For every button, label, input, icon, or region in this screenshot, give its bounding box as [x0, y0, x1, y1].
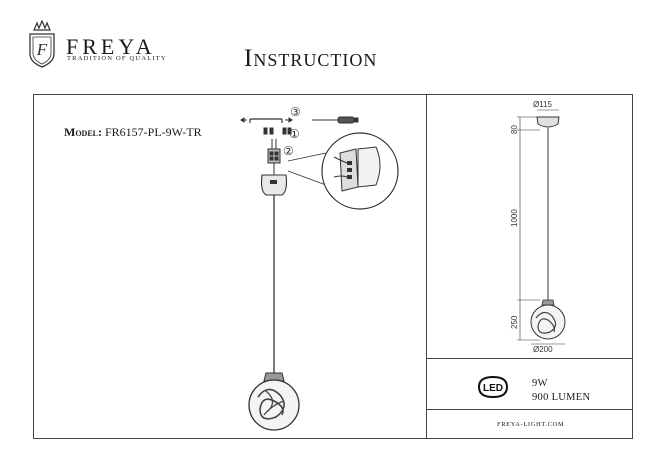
- globe-shade: [248, 372, 300, 431]
- mounting-bracket: [249, 118, 283, 123]
- canopy-diameter-label: Ø115: [533, 100, 552, 109]
- screws-icon: [263, 127, 292, 135]
- dimension-drawing: [517, 109, 566, 345]
- arrow-left-icon: [240, 117, 247, 123]
- screwdriver-icon: [312, 116, 359, 124]
- assembly-drawing: [240, 116, 399, 431]
- model-label: Model:: [64, 125, 102, 139]
- shade-height-label: 250: [510, 315, 519, 329]
- spec-divider: [426, 358, 633, 359]
- model-line: Model: FR6157-PL-9W-TR: [64, 125, 202, 140]
- power-rating: 9W: [532, 378, 548, 389]
- step-3-marker: ③: [290, 105, 301, 119]
- lumen-rating: 900 LUMEN: [532, 392, 591, 403]
- brand-logo: F: [29, 20, 55, 68]
- led-badge-text: LED: [483, 383, 503, 394]
- canopy: [260, 174, 288, 196]
- website-link[interactable]: FREYA-LIGHT.COM: [497, 421, 565, 428]
- content-frame: [33, 94, 633, 439]
- footer-divider: [426, 409, 633, 410]
- detail-zoom-circle: [321, 132, 399, 210]
- brand-tagline: TRADITION OF QUALITY: [67, 55, 167, 62]
- cord-length-label: 1000: [510, 209, 519, 227]
- panel-divider: [426, 94, 427, 439]
- shade-diameter-label: Ø200: [533, 345, 553, 354]
- step-2-marker: ②: [283, 144, 294, 158]
- page-title: Instruction: [244, 45, 378, 72]
- brand-name: FREYA: [66, 34, 156, 59]
- led-icon: LED: [477, 375, 509, 399]
- model-number: FR6157-PL-9W-TR: [105, 125, 202, 139]
- canopy-height-label: 80: [510, 125, 519, 134]
- arrow-right-icon: [285, 117, 293, 123]
- terminal-block: [267, 139, 281, 175]
- step-1-marker: ①: [289, 127, 300, 141]
- svg-text:F: F: [36, 40, 48, 59]
